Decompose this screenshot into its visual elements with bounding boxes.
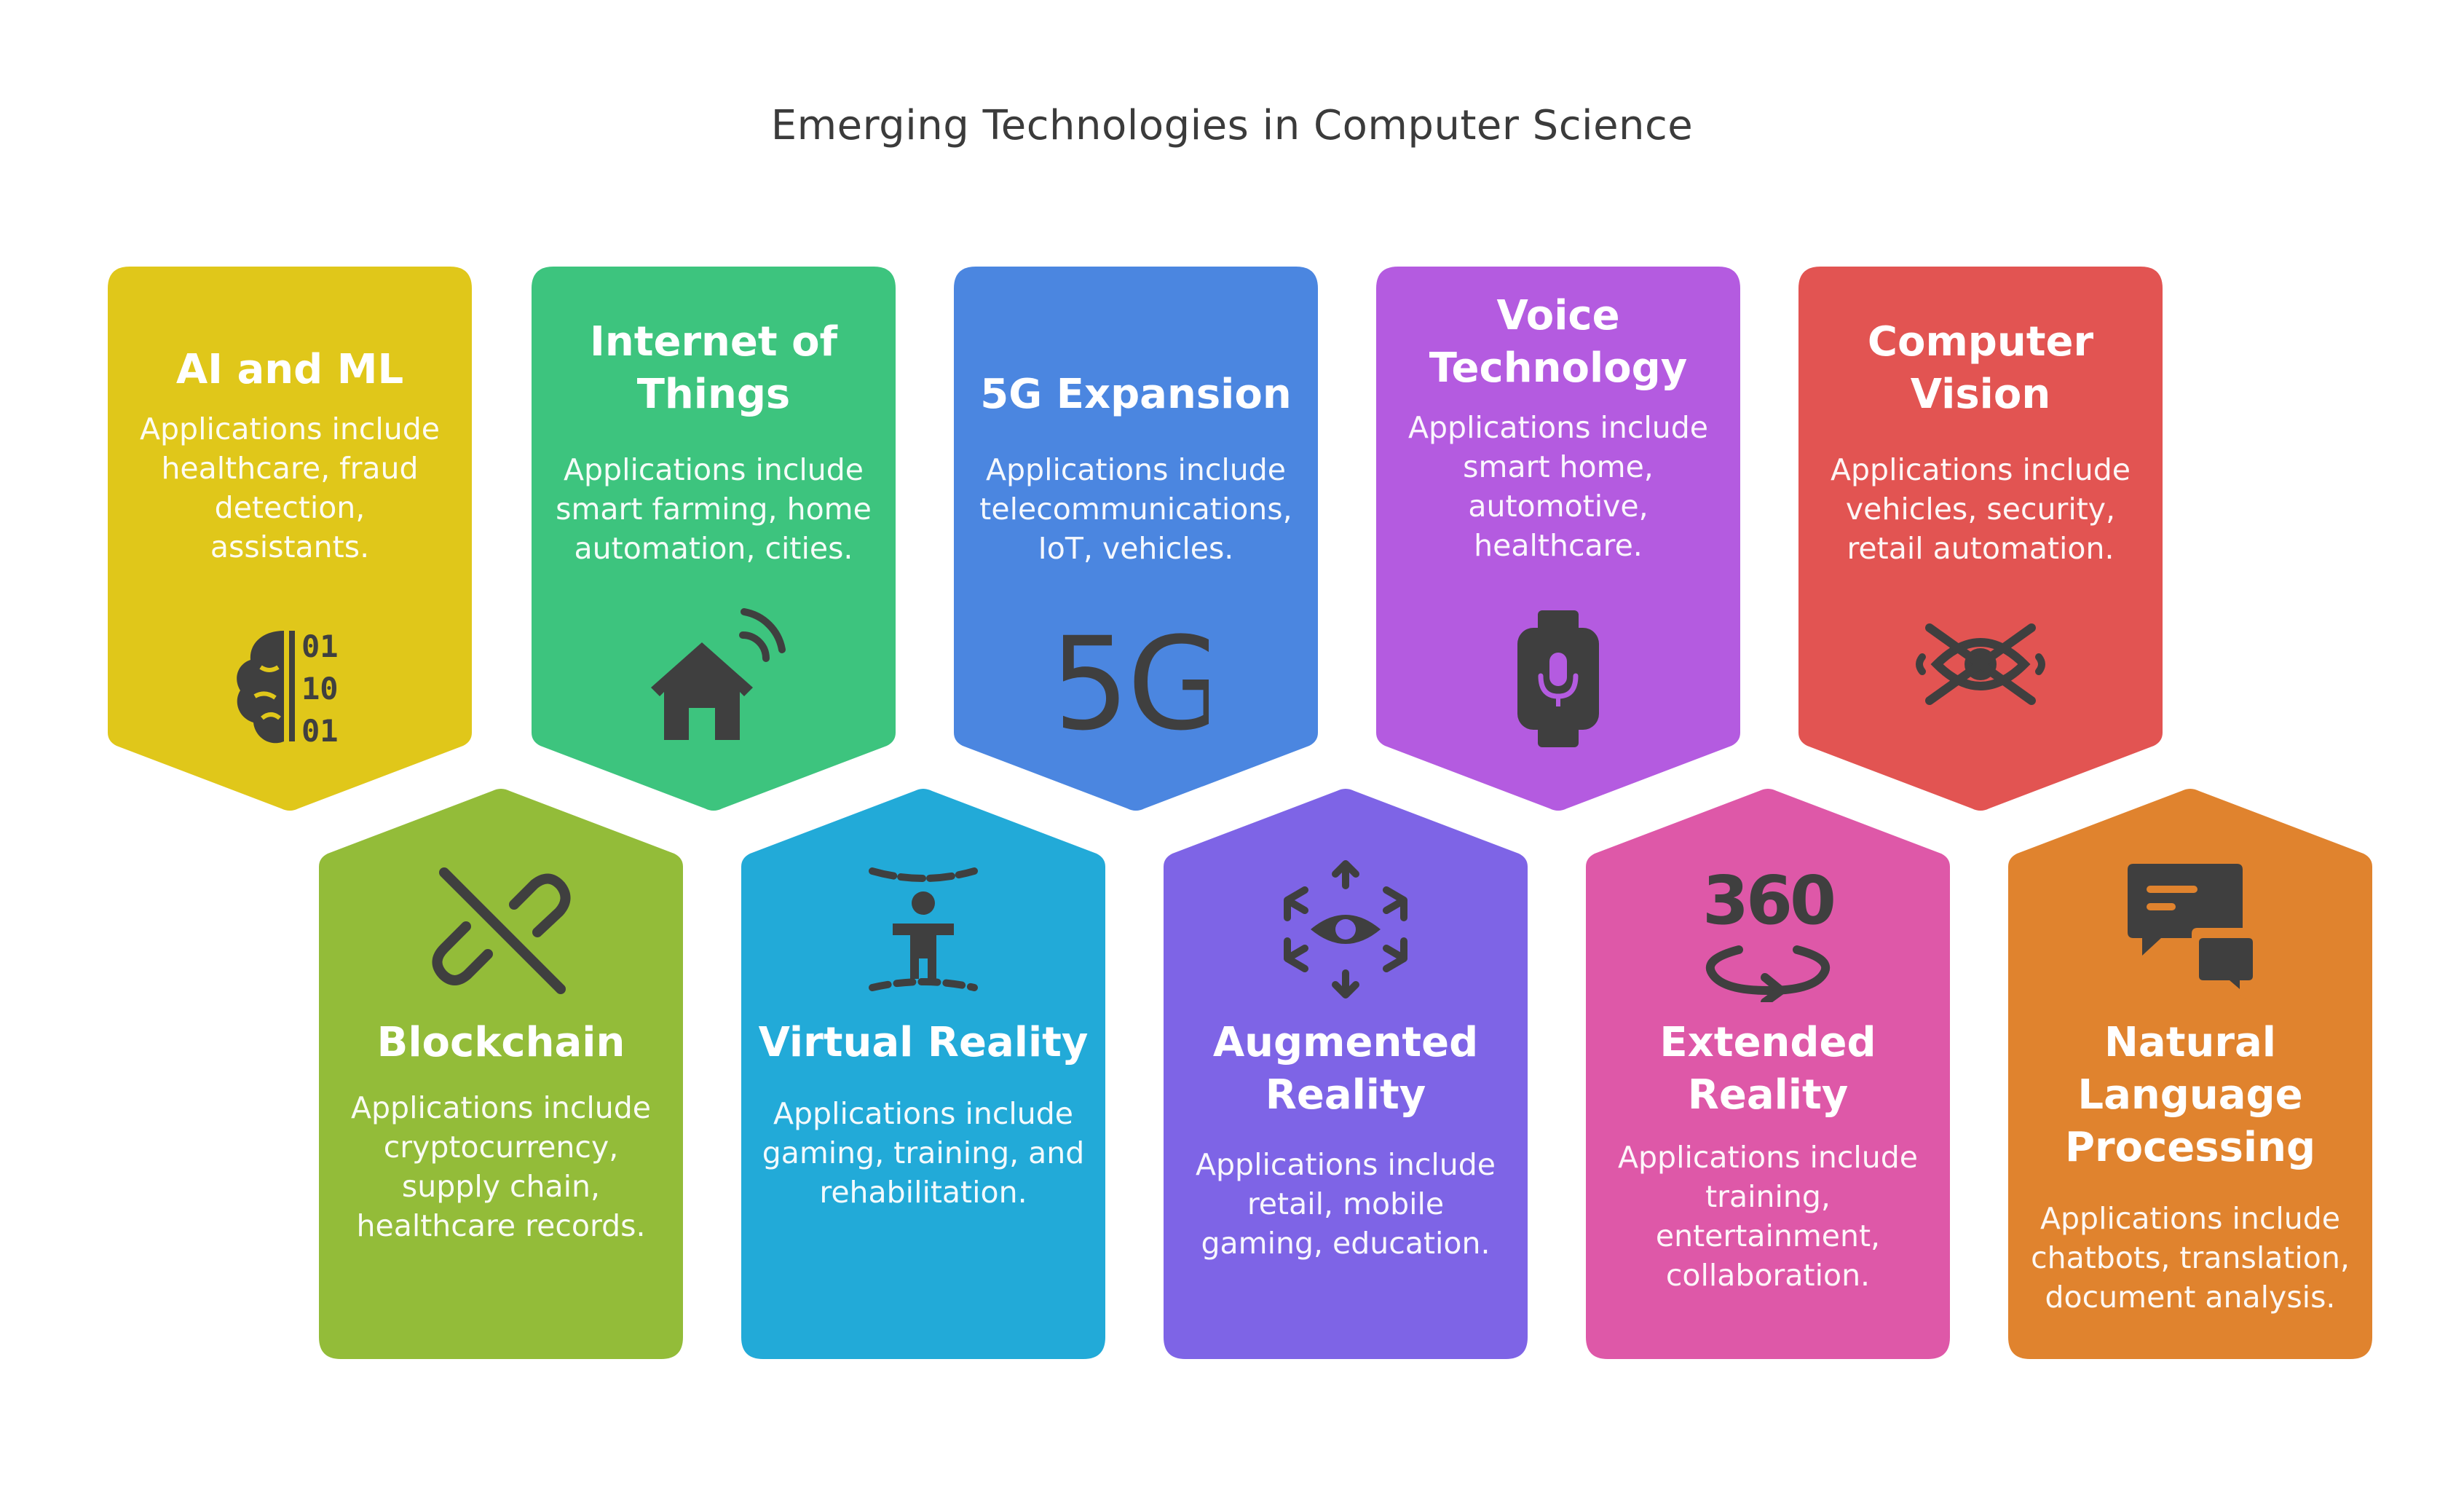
card-shape <box>1164 789 1528 1359</box>
page-title: Emerging Technologies in Computer Scienc… <box>770 102 1694 149</box>
card-description: Applications include cryptocurrency, sup… <box>350 1090 652 1243</box>
card-computer-vision: Computer Vision Applications include veh… <box>1798 267 2163 814</box>
card-description: Applications include smart home, automot… <box>1407 410 1709 563</box>
card-5g-expansion: 5G Expansion Applications include teleco… <box>954 267 1318 814</box>
card-natural-language-processing: Natural Language Processing Applications… <box>2008 787 2372 1359</box>
smartwatch-mic-icon <box>1517 610 1599 747</box>
card-title: Voice Technology <box>1429 292 1688 392</box>
card-title: Internet of Things <box>589 318 838 418</box>
card-title: Extended Reality <box>1659 1019 1876 1119</box>
card-title: Computer Vision <box>1867 318 2094 418</box>
svg-text:01: 01 <box>301 629 339 664</box>
card-description: Applications include gaming, training, a… <box>762 1096 1085 1210</box>
card-title: AI and ML <box>175 346 404 393</box>
card-shape <box>1376 267 1740 811</box>
card-voice-technology: Voice Technology Applications include sm… <box>1376 267 1740 814</box>
card-description: Applications include vehicles, security,… <box>1830 452 2131 566</box>
card-shape <box>1798 267 2163 811</box>
card-title: Blockchain <box>376 1019 625 1066</box>
card-blockchain: Blockchain Applications include cryptocu… <box>319 787 683 1359</box>
broken-link-icon <box>432 867 571 994</box>
svg-text:360: 360 <box>1702 862 1833 940</box>
card-title: Natural Language Processing <box>2064 1019 2316 1171</box>
card-internet-of-things: Internet of Things Applications include … <box>532 267 896 814</box>
card-virtual-reality: Virtual Reality Applications include gam… <box>741 787 1105 1359</box>
card-description: Applications include healthcare, fraud d… <box>139 412 441 564</box>
vr-person-icon <box>869 867 978 991</box>
card-description: Applications include retail, mobile gami… <box>1195 1147 1496 1261</box>
svg-text:5G: 5G <box>1063 610 1209 752</box>
card-description: Applications include training, entertain… <box>1617 1140 1919 1293</box>
brain-binary-icon: 01 10 01 <box>237 629 339 749</box>
card-shape <box>741 789 1105 1359</box>
card-description: Applications include smart farming, home… <box>556 452 872 566</box>
card-shape <box>532 267 896 811</box>
card-extended-reality: 360 Extended Reality Applications includ… <box>1586 787 1950 1359</box>
vision-eye-icon <box>1916 623 2045 705</box>
card-augmented-reality: Augmented Reality Applications include r… <box>1164 787 1528 1359</box>
360-icon: 360 <box>1702 862 1836 1002</box>
ar-eye-icon <box>1284 860 1407 999</box>
card-title: Virtual Reality <box>758 1019 1089 1066</box>
card-description: Applications include chatbots, translati… <box>2031 1201 2350 1315</box>
card-shape <box>2008 789 2372 1359</box>
chat-bubbles-icon <box>2128 864 2259 999</box>
5g-icon: 5G <box>1063 610 1209 752</box>
card-shape <box>319 789 683 1359</box>
card-ai-ml: AI and ML Applications include healthcar… <box>108 267 472 814</box>
card-description: Applications include telecommunications,… <box>979 452 1292 566</box>
smart-home-icon <box>651 608 786 740</box>
card-title: 5G Expansion <box>980 371 1292 418</box>
card-shape <box>108 267 472 811</box>
svg-text:10: 10 <box>301 671 339 706</box>
card-shape <box>1586 789 1950 1359</box>
card-title: Augmented Reality <box>1212 1019 1479 1119</box>
svg-text:01: 01 <box>301 713 339 749</box>
card-shape <box>954 267 1318 811</box>
